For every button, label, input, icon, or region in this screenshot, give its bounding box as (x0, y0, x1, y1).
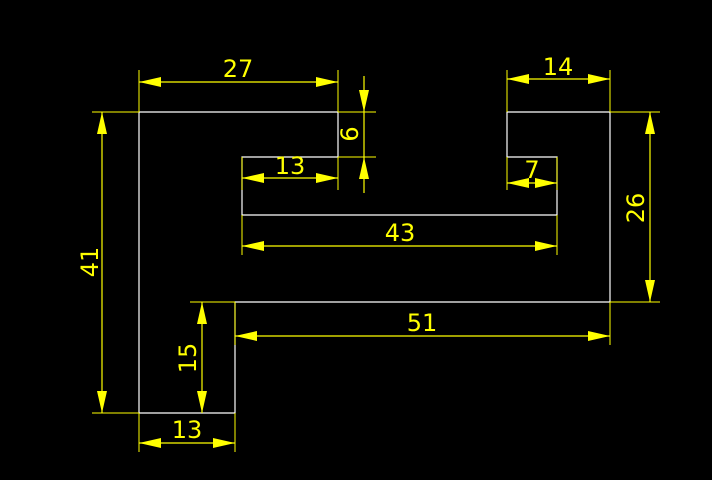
arrow-left (139, 438, 161, 448)
arrow-left (507, 178, 529, 188)
arrow-right (535, 178, 557, 188)
dimension-inner-slot-left: 13 (242, 152, 338, 183)
dimension-right-height: 26 (622, 112, 655, 302)
arrow-right (213, 438, 235, 448)
dimension-label: 6 (336, 126, 364, 141)
arrow-left (139, 77, 161, 87)
arrow-down (359, 90, 369, 112)
arrow-down (197, 391, 207, 413)
arrow-right (588, 331, 610, 341)
arrow-down (645, 280, 655, 302)
arrow-right (316, 77, 338, 87)
dimension-leg-width: 13 (139, 416, 235, 448)
arrow-up (197, 302, 207, 324)
arrow-right (588, 74, 610, 84)
dimension-label: 41 (76, 247, 104, 278)
arrow-left (507, 74, 529, 84)
arrow-up (359, 157, 369, 179)
dimension-label: 13 (275, 152, 306, 180)
dimension-top-left-width: 27 (139, 55, 338, 87)
arrow-up (97, 112, 107, 134)
dimension-label: 7 (524, 156, 539, 184)
dimension-overall-height: 41 (76, 112, 107, 413)
dimension-label: 26 (622, 193, 650, 224)
dimension-label: 14 (543, 53, 574, 81)
dimension-label: 51 (407, 309, 438, 337)
dimension-label: 15 (174, 343, 202, 374)
arrow-right (535, 241, 557, 251)
dimension-bottom-width: 51 (235, 309, 610, 341)
extension-lines (92, 70, 660, 452)
dimension-label: 13 (172, 416, 203, 444)
arrow-left (235, 331, 257, 341)
dimension-inner-slot-width: 43 (242, 219, 557, 251)
dimension-label: 43 (385, 219, 416, 247)
dimension-leg-height: 15 (174, 302, 207, 413)
dimension-label: 27 (223, 55, 254, 83)
arrow-right (316, 173, 338, 183)
arrow-up (645, 112, 655, 134)
dimension-notch-depth: 6 (336, 76, 369, 193)
arrow-left (242, 173, 264, 183)
arrow-down (97, 391, 107, 413)
dimension-inner-right-step: 7 (507, 156, 557, 188)
arrow-left (242, 241, 264, 251)
dimension-top-right-width: 14 (507, 53, 610, 84)
